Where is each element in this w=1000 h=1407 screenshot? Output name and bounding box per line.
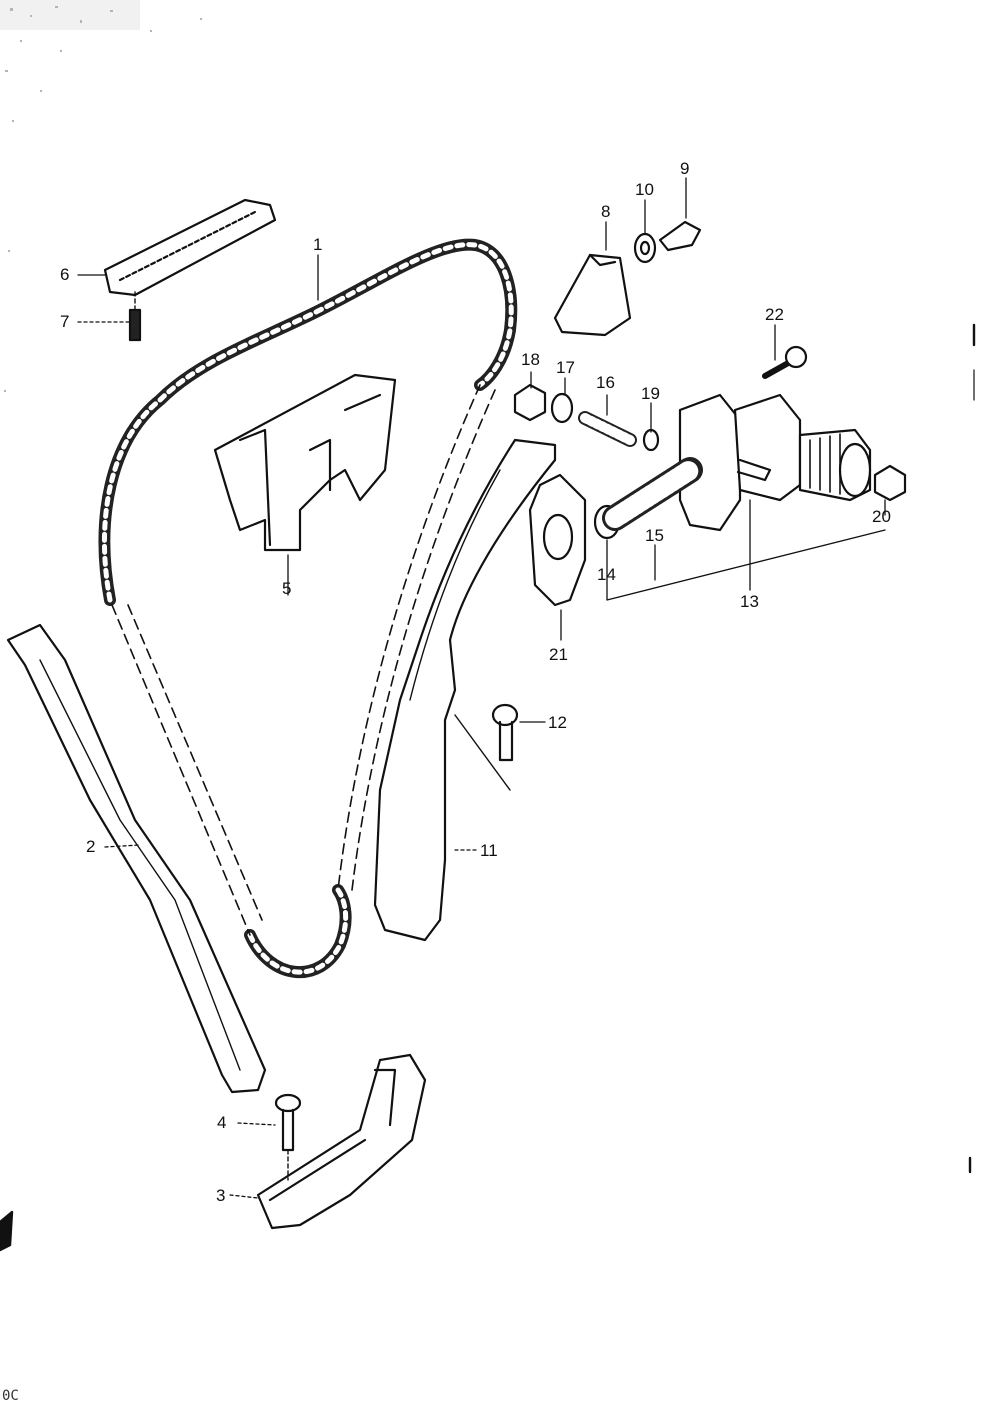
spring-16 bbox=[578, 411, 637, 447]
spring-15 bbox=[602, 457, 703, 531]
page-code: 0C bbox=[2, 1388, 19, 1404]
callout-label: 4 bbox=[217, 1113, 227, 1132]
scan-noise bbox=[0, 0, 202, 392]
bolt-9 bbox=[658, 220, 702, 252]
callout-label: 16 bbox=[596, 373, 615, 392]
leader-lines bbox=[77, 177, 886, 1199]
tensioner-guide bbox=[373, 438, 557, 942]
callout-label: 11 bbox=[480, 841, 498, 860]
callout-label: 3 bbox=[216, 1186, 226, 1205]
callout-label: 10 bbox=[635, 180, 654, 199]
washer-10 bbox=[633, 232, 657, 264]
callout-label: 17 bbox=[556, 358, 575, 377]
cap bbox=[553, 253, 632, 337]
callout-label: 19 bbox=[641, 384, 660, 403]
guide-top-small bbox=[103, 198, 277, 297]
callout-label: 22 bbox=[765, 305, 784, 324]
callout-label: 21 bbox=[549, 645, 568, 664]
guide-holder-bottom bbox=[256, 1053, 427, 1230]
bolt-4 bbox=[274, 1093, 302, 1181]
washer-17 bbox=[550, 392, 574, 424]
callout-label: 7 bbox=[60, 312, 70, 331]
callout-label: 6 bbox=[60, 265, 70, 284]
callout-label: 18 bbox=[521, 350, 540, 369]
callout-label: 9 bbox=[680, 159, 690, 178]
gasket bbox=[528, 473, 587, 607]
callout-label: 15 bbox=[645, 526, 664, 545]
bolt-22 bbox=[762, 345, 808, 379]
timing-chain bbox=[98, 238, 518, 979]
chain-guide-rear bbox=[6, 623, 267, 1094]
callout-label: 12 bbox=[548, 713, 567, 732]
margin-marks bbox=[0, 323, 976, 1252]
callout-label: 13 bbox=[740, 592, 759, 611]
bolt-12 bbox=[454, 703, 519, 791]
callout-label: 5 bbox=[282, 579, 292, 598]
chain-guide-top bbox=[213, 373, 397, 552]
o-ring-19 bbox=[642, 428, 660, 452]
callout-label: 8 bbox=[601, 202, 611, 221]
callout-label: 1 bbox=[313, 235, 323, 254]
callout-label: 2 bbox=[86, 837, 96, 856]
nut-18 bbox=[513, 383, 547, 422]
callout-label: 14 bbox=[597, 565, 616, 584]
nut-20 bbox=[873, 464, 907, 502]
tensioner-assembly bbox=[678, 393, 872, 532]
bolt-7 bbox=[128, 291, 142, 342]
callout-label: 20 bbox=[872, 507, 891, 526]
